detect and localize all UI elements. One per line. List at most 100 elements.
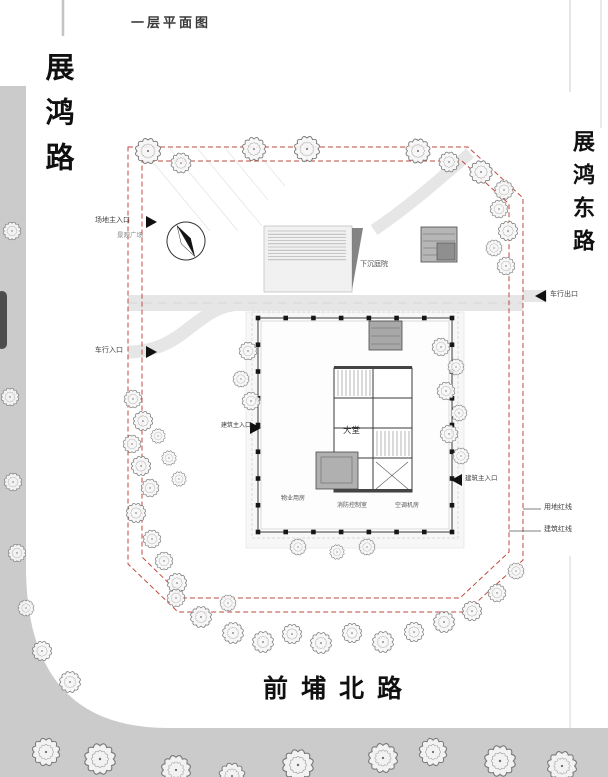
vehicle-exit-label: 车行出口 (550, 291, 578, 298)
tree-icon (162, 756, 191, 777)
tree-icon (60, 672, 81, 693)
tree-icon (124, 390, 142, 408)
tree-icon (342, 623, 361, 642)
tree-icon (439, 152, 459, 172)
column (394, 315, 399, 321)
tree-icon (373, 632, 394, 653)
building-footprint (251, 311, 459, 539)
column (283, 315, 289, 321)
tree-icon (143, 530, 161, 548)
tree-icon (330, 545, 344, 559)
tree-icon (162, 451, 176, 465)
column (366, 529, 372, 535)
side-panel-handle[interactable] (0, 291, 7, 349)
tree-icon (419, 738, 446, 765)
column (255, 369, 261, 374)
tree-icon (486, 240, 502, 256)
tree-icon (290, 539, 306, 555)
tree-icon (453, 448, 469, 464)
column (449, 395, 455, 401)
tree-icon (490, 200, 508, 218)
building-main-entrance-right-label: 建筑主入口 (465, 475, 498, 482)
north-arrow-icon (166, 221, 206, 261)
tree-icon (167, 589, 185, 607)
column-grid (255, 315, 455, 535)
page-title: 一层平面图 (131, 15, 212, 30)
column (449, 502, 455, 508)
column (338, 529, 344, 535)
column (421, 315, 427, 321)
column (255, 529, 261, 535)
tree-icon (488, 584, 506, 602)
tree-icon (151, 429, 165, 443)
red-line-leaders (509, 508, 541, 532)
tree-icon (498, 221, 517, 240)
tree-icon (434, 612, 455, 633)
column (255, 422, 261, 428)
tree-icon (451, 405, 467, 421)
tree-icon (283, 750, 313, 777)
land-red-line-label: 用地红线 (544, 504, 572, 511)
tree-icon (155, 552, 173, 570)
building-entrance-right-arrow-icon (451, 474, 462, 486)
curtain-wall-line (260, 320, 450, 530)
tree-icon (171, 153, 191, 173)
sunken-courtyard-label: 下沉庭院 (360, 261, 388, 268)
building-entrance-left-arrow-icon (250, 422, 261, 434)
tree-icon (233, 371, 249, 387)
column (255, 449, 261, 455)
column (255, 342, 261, 348)
column (255, 315, 261, 321)
tree-icon (295, 137, 320, 162)
tree-icon (8, 544, 26, 562)
column (449, 476, 455, 481)
column (449, 315, 455, 321)
tree-icon (282, 624, 301, 643)
tree-icon (311, 633, 332, 654)
tree-icon (141, 479, 159, 497)
column (283, 529, 289, 535)
tree-icon (239, 342, 257, 360)
tree-icon (437, 382, 455, 400)
vehicle-exit-arrow-icon (535, 290, 546, 302)
room-label-1: 物业用房 (281, 496, 306, 502)
building-main-entrance-left-label: 建筑主入口 (221, 423, 252, 429)
tree-icon (508, 563, 524, 579)
tree-icon (485, 746, 515, 776)
column (311, 315, 316, 321)
tree-icon (191, 607, 212, 628)
column (338, 315, 344, 321)
tree-icon (242, 392, 260, 410)
tree-icon (369, 744, 398, 773)
tree-icon (136, 139, 161, 164)
tree-icon (448, 359, 464, 375)
tree-icon (131, 456, 150, 475)
column (366, 315, 372, 321)
column (255, 502, 261, 508)
tree-icon (404, 622, 423, 641)
tree-icon (406, 139, 430, 163)
room-label-2: 消防控制室 (337, 503, 368, 509)
landscape-plaza-label: 景观广场 (117, 232, 143, 239)
column (394, 529, 399, 535)
column (449, 529, 455, 535)
vehicle-entrance-arrow-icon (146, 346, 157, 358)
tree-icon (242, 137, 265, 160)
road-label-bottom: 前埔北路 (263, 675, 416, 703)
tree-icon (462, 601, 481, 620)
tree-icon (432, 338, 450, 356)
service-block-top (368, 320, 403, 351)
column (449, 342, 455, 348)
tree-icon (123, 435, 141, 453)
building-red-line-label: 建筑红线 (544, 526, 572, 533)
tree-icon (470, 161, 492, 183)
tree-icon (548, 752, 577, 777)
tree-icon (85, 744, 115, 774)
column (449, 422, 455, 428)
tree-icon (495, 181, 514, 200)
service-block-lower (315, 451, 359, 490)
road-label-left: 展鸿路 (41, 52, 73, 187)
tree-icon (253, 632, 274, 653)
